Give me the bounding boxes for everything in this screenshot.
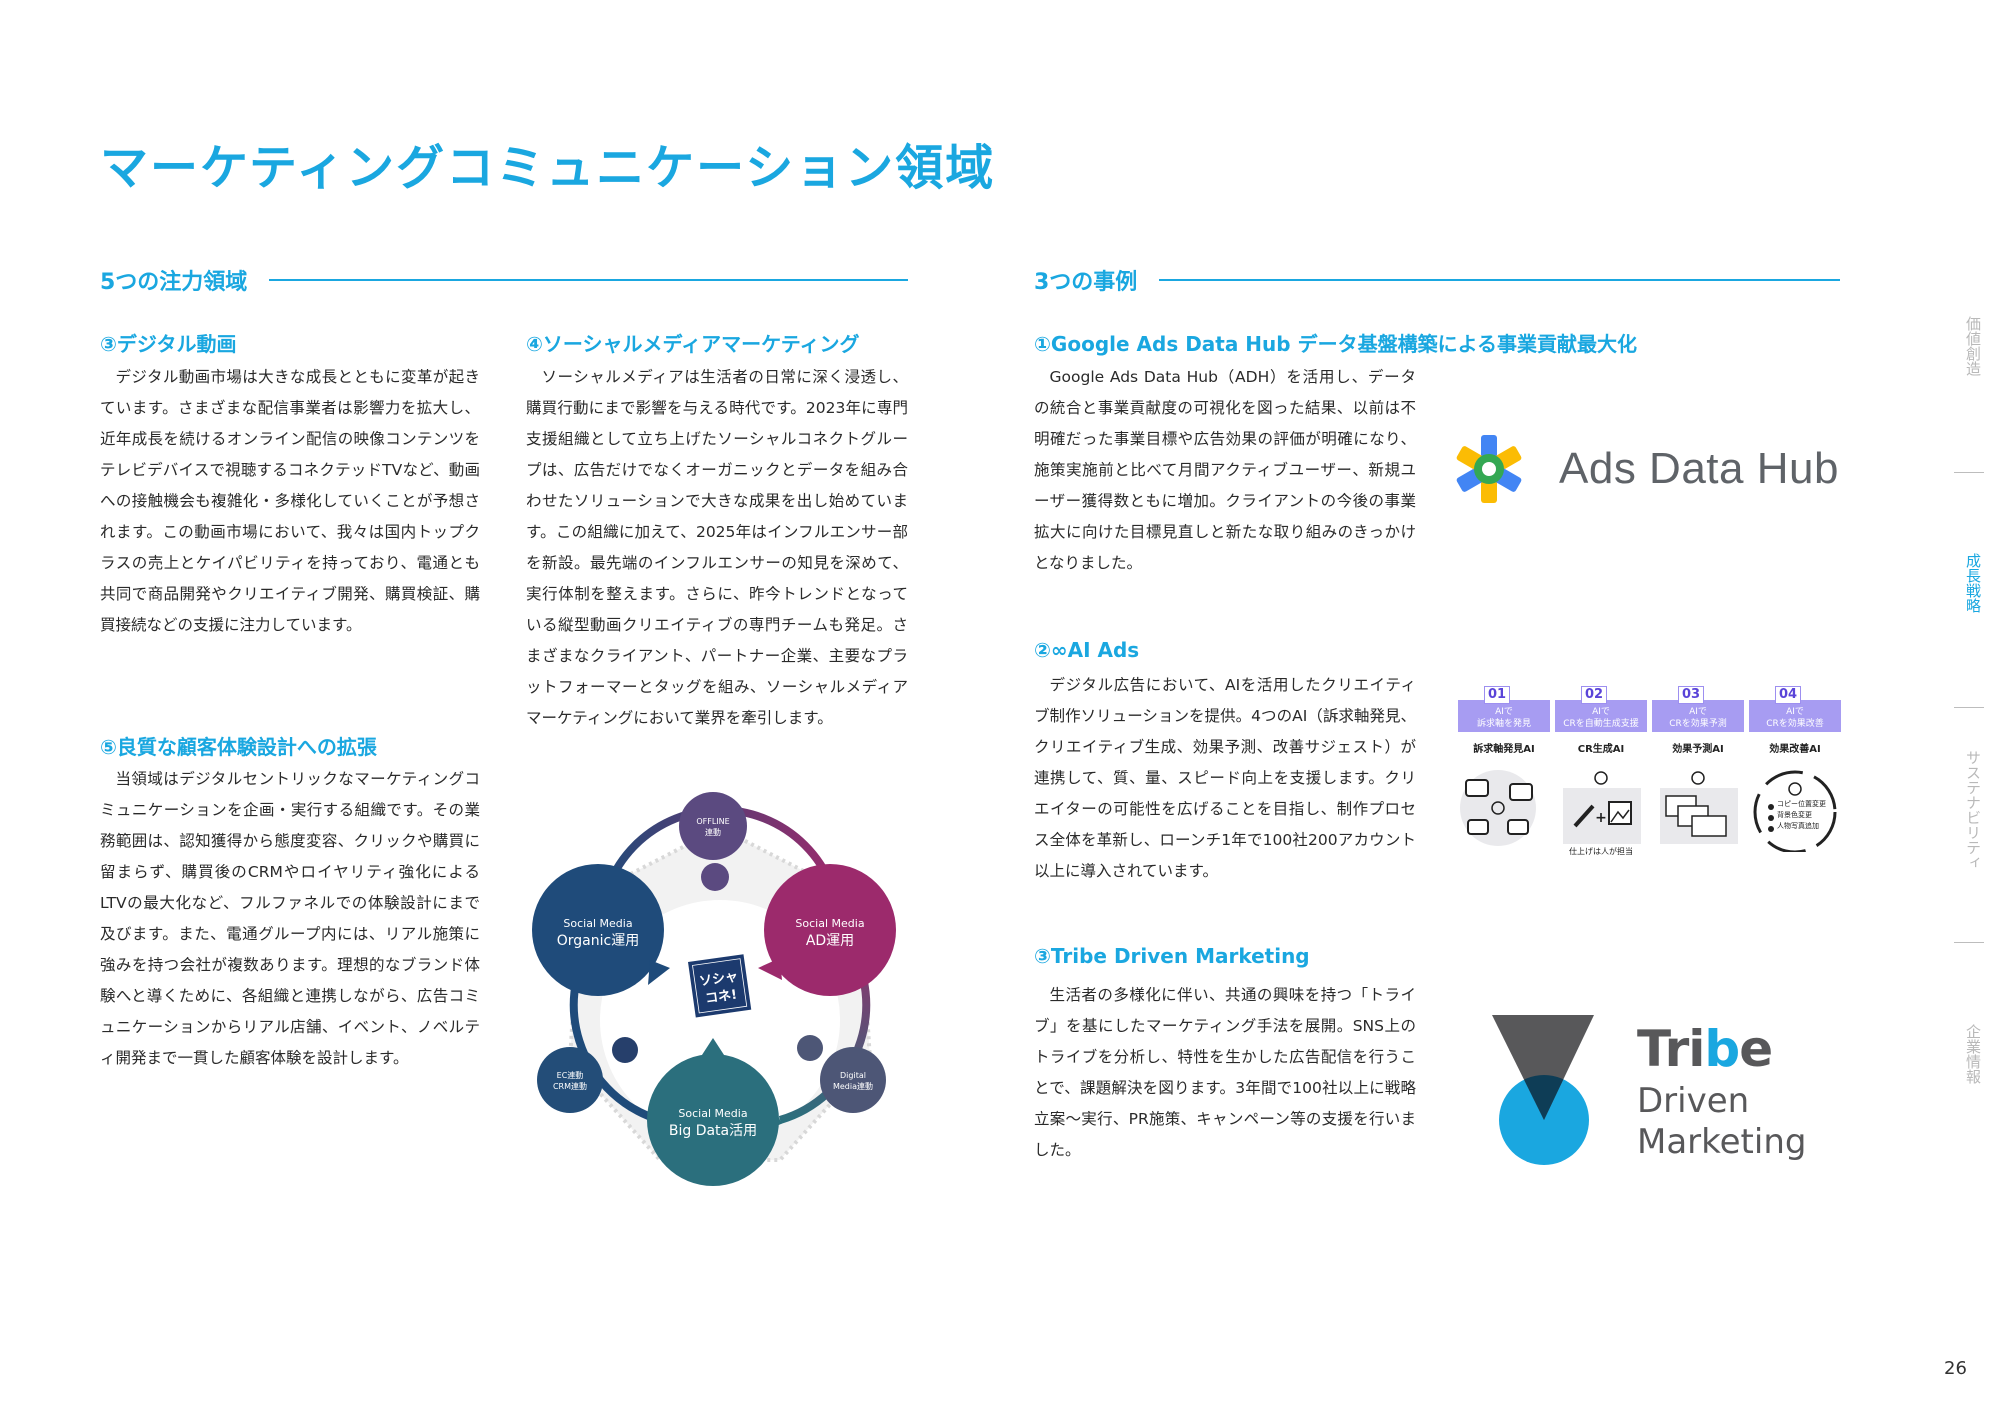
focus-area-title-customer-experience: ⑤良質な顧客体験設計への拡張 <box>100 735 377 759</box>
case-body-tribe: 生活者の多様化に伴い、共通の興味を持つ「トライブ」を基にしたマーケティング手法を… <box>1034 980 1416 1166</box>
focus-area-body-social-media: ソーシャルメディアは生活者の日常に深く浸透し、購買行動にまで影響を与える時代です… <box>526 362 908 734</box>
improve-item: コピー位置変更 <box>1777 800 1826 808</box>
ai-step-number: 01 <box>1484 686 1510 704</box>
ai-step-band-line2: 訴求軸を発見 <box>1476 719 1531 729</box>
svg-text:+: + <box>1595 810 1607 826</box>
side-nav-item-sustainability[interactable]: サステナビリティ <box>1964 750 1982 870</box>
social-connect-diagram: OFFLINE 連動 EC連動 CRM連動 Digital Media連動 So… <box>530 790 910 1200</box>
ai-step-caption: 仕上げは人が担当 <box>1569 847 1633 856</box>
brush-plus-image-icon: + <box>1563 771 1641 844</box>
svg-text:Social Media: Social Media <box>795 917 864 930</box>
ads-data-hub-icon <box>1456 435 1522 503</box>
sosyakone-logo: ソシャ コネ! <box>688 954 752 1018</box>
paragraph: 生活者の多様化に伴い、共通の興味を持つ「トライブ」を基にしたマーケティング手法を… <box>1034 986 1416 1159</box>
focus-area-title-social-media: ④ソーシャルメディアマーケティング <box>526 332 860 356</box>
side-nav: 価値創造 成長戦略 サステナビリティ 企業情報 <box>1940 0 2000 1415</box>
sub-node-digital-media <box>820 1047 886 1113</box>
tribe-wordmark-tri: Tri <box>1637 1020 1705 1078</box>
paragraph: 当領域はデジタルセントリックなマーケティングコミュニケーションを企画・実行する組… <box>100 770 480 1067</box>
chat-bubbles-icon <box>1460 770 1536 846</box>
improve-list: コピー位置変更 背景色変更 人物写真追加 <box>1777 799 1826 832</box>
improvement-cycle-icon <box>1753 770 1837 852</box>
ai-step-name: 訴求軸発見AI <box>1473 744 1535 755</box>
svg-text:コネ!: コネ! <box>704 988 738 1007</box>
ai-step-number: 02 <box>1581 686 1607 704</box>
svg-text:Digital: Digital <box>840 1071 866 1080</box>
case-title-ai-ads: ②∞AI Ads <box>1034 638 1140 662</box>
ai-step-name: 効果予測AI <box>1672 744 1724 755</box>
case-body-ai-ads: デジタル広告において、AIを活用したクリエイティブ制作ソリューションを提供。4つ… <box>1034 670 1416 887</box>
svg-text:Social Media: Social Media <box>678 1107 747 1120</box>
ai-step-band-line2: CRを効果予測 <box>1669 719 1727 729</box>
section-heading-focus-areas: 5つの注力領域 <box>100 264 908 296</box>
case-title-ads-data-hub: ①Google Ads Data Hub データ基盤構築による事業貢献最大化 <box>1034 332 1637 356</box>
tribe-driven-marketing-logo: Tribe Driven Marketing <box>1482 1010 1822 1170</box>
section-heading-label: 3つの事例 <box>1034 270 1138 295</box>
tribe-symbol-icon <box>1492 1015 1594 1165</box>
divider <box>1159 279 1840 281</box>
tribe-wordmark-b: b <box>1704 1020 1740 1078</box>
creative-cards-icon <box>1660 771 1738 844</box>
ai-step-number: 03 <box>1678 686 1704 704</box>
improve-item: 背景色変更 <box>1777 811 1812 819</box>
section-heading-cases: 3つの事例 <box>1034 264 1840 296</box>
ai-step-band-line2: CRを自動生成支援 <box>1563 719 1639 729</box>
side-nav-item-value-creation[interactable]: 価値創造 <box>1964 316 1982 376</box>
svg-text:Organic運用: Organic運用 <box>557 933 639 949</box>
divider <box>1954 472 1984 473</box>
ai-step-band: AIで CRを自動生成支援 <box>1555 700 1647 732</box>
svg-text:ソシャ: ソシャ <box>698 969 739 989</box>
paragraph: デジタル広告において、AIを活用したクリエイティブ制作ソリューションを提供。4つ… <box>1034 676 1416 880</box>
svg-text:OFFLINE: OFFLINE <box>696 817 729 826</box>
ai-step-name: 効果改善AI <box>1769 744 1821 755</box>
paragraph: ソーシャルメディアは生活者の日常に深く浸透し、購買行動にまで影響を与える時代です… <box>526 368 908 727</box>
page-number: 26 <box>1944 1358 1967 1379</box>
page-title: マーケティングコミュニケーション領域 <box>100 140 996 196</box>
focus-area-body-digital-video: デジタル動画市場は大きな成長とともに変革が起きています。さまざまな配信事業者は影… <box>100 362 480 641</box>
paragraph: デジタル動画市場は大きな成長とともに変革が起きています。さまざまな配信事業者は影… <box>100 368 480 634</box>
case-title-tribe: ③Tribe Driven Marketing <box>1034 944 1310 968</box>
tribe-wordmark-e: e <box>1739 1020 1773 1078</box>
side-nav-item-corporate-info[interactable]: 企業情報 <box>1964 1024 1982 1084</box>
ai-step-band-line1: AIで <box>1689 707 1707 717</box>
tribe-wordmark-driven: Driven <box>1637 1081 1750 1121</box>
main-node-big-data <box>647 1054 779 1186</box>
paragraph: Google Ads Data Hub（ADH）を活用し、データの統合と事業貢献… <box>1034 368 1416 572</box>
ai-step-band-line1: AIで <box>1495 707 1513 717</box>
tribe-wordmark: Tribe Driven Marketing <box>1637 1024 1806 1162</box>
ads-data-hub-wordmark: Ads Data Hub <box>1559 444 1839 493</box>
ai-step-name: CR生成AI <box>1577 744 1625 755</box>
svg-text:Media連動: Media連動 <box>833 1081 873 1091</box>
ai-ads-figure: 01 AIで訴求軸を発見 訴求軸発見AI 02 AIで CRを自動生成支援 CR生… <box>1458 686 1858 866</box>
section-heading-label: 5つの注力領域 <box>100 270 248 295</box>
svg-text:CRM連動: CRM連動 <box>553 1081 587 1091</box>
ai-step-band: AIで CRを効果改善 <box>1749 700 1841 732</box>
ai-step-band: AIで CRを効果予測 <box>1652 700 1744 732</box>
divider <box>269 279 908 281</box>
case-body-ads-data-hub: Google Ads Data Hub（ADH）を活用し、データの統合と事業貢献… <box>1034 362 1416 579</box>
tribe-wordmark-marketing: Marketing <box>1637 1122 1807 1162</box>
focus-area-body-customer-experience: 当領域はデジタルセントリックなマーケティングコミュニケーションを企画・実行する組… <box>100 764 480 1074</box>
ai-step-band-line1: AIで <box>1786 707 1804 717</box>
ai-step-number: 04 <box>1775 686 1801 704</box>
svg-text:Big Data活用: Big Data活用 <box>669 1123 757 1139</box>
divider <box>1954 707 1984 708</box>
main-node-ad <box>764 864 896 996</box>
ai-step-band-line2: CRを効果改善 <box>1766 719 1824 729</box>
svg-text:EC連動: EC連動 <box>557 1070 584 1080</box>
sub-node-offline <box>679 792 747 860</box>
focus-area-title-digital-video: ③デジタル動画 <box>100 332 237 356</box>
sub-node-ec-crm <box>537 1047 603 1113</box>
ads-data-hub-logo: Ads Data Hub <box>1455 433 1839 505</box>
svg-text:連動: 連動 <box>705 827 721 837</box>
ai-step-band: AIで訴求軸を発見 <box>1458 700 1550 732</box>
ai-step-band-line1: AIで <box>1592 707 1610 717</box>
divider <box>1954 942 1984 943</box>
svg-text:Social Media: Social Media <box>563 917 632 930</box>
svg-text:AD運用: AD運用 <box>806 933 854 949</box>
side-nav-item-growth-strategy[interactable]: 成長戦略 <box>1964 553 1982 613</box>
main-node-organic <box>532 864 664 996</box>
improve-item: 人物写真追加 <box>1777 822 1819 830</box>
